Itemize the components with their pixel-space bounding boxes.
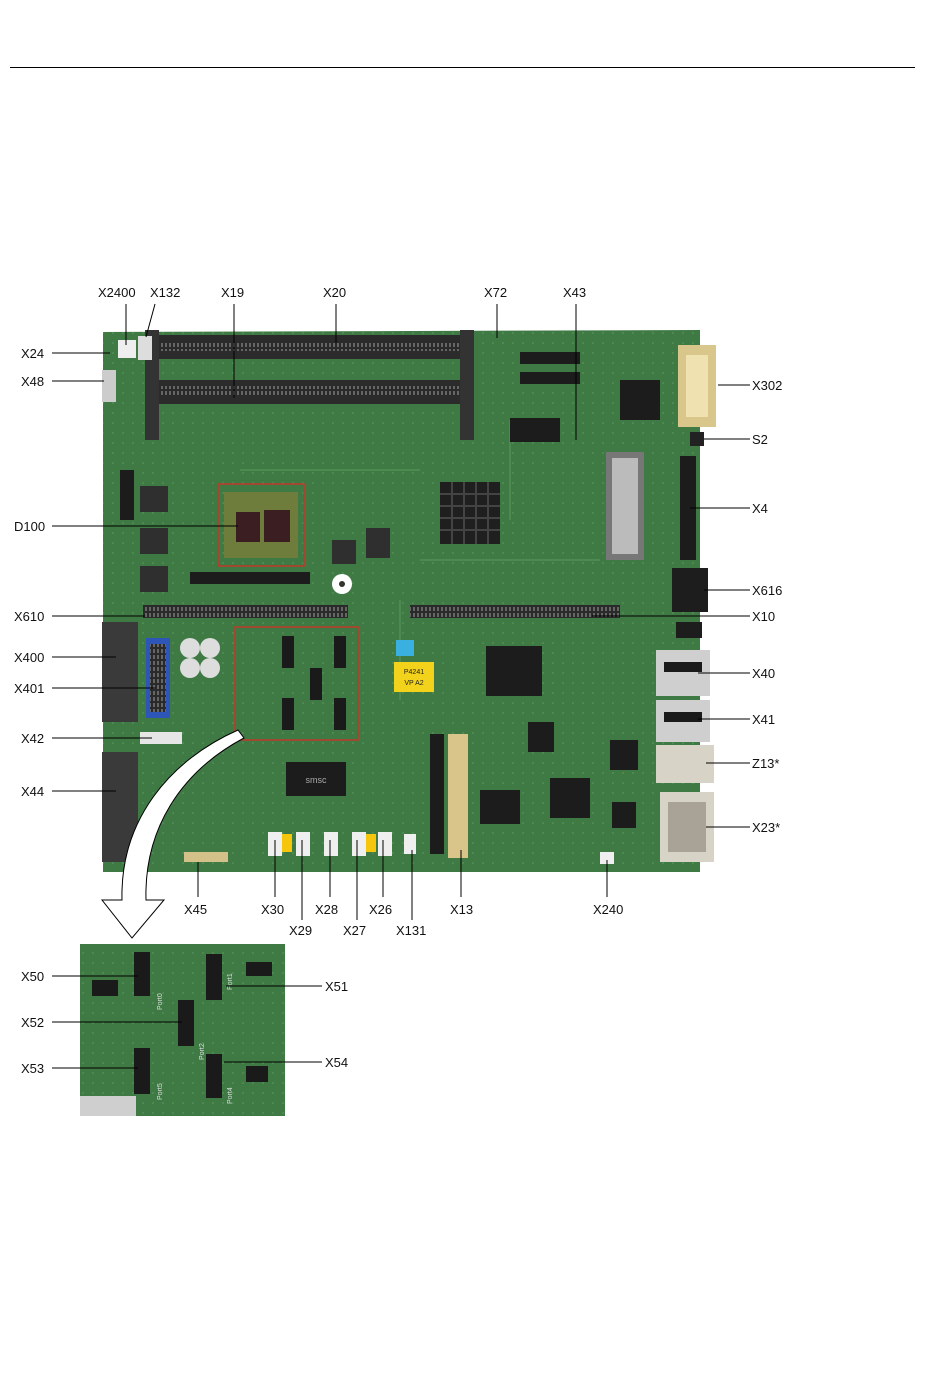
heatsink — [440, 482, 500, 544]
main-board: P4241 VP A2 smsc — [102, 330, 716, 872]
lan-z13 — [656, 745, 714, 783]
label-x2400: X2400 — [98, 285, 136, 300]
label-x13: X13 — [450, 902, 473, 917]
connector-x400 — [102, 622, 138, 722]
label-x29: X29 — [289, 923, 312, 938]
slot-x610 — [143, 605, 348, 618]
label-d100: D100 — [14, 519, 45, 534]
label-x27: X27 — [343, 923, 366, 938]
port-label-1: Port1 — [227, 973, 234, 990]
label-x28: X28 — [315, 902, 338, 917]
port-label-0: Port0 — [157, 993, 164, 1010]
slot-x10 — [410, 605, 620, 618]
label-x616: X616 — [752, 583, 782, 598]
label-x401: X401 — [14, 681, 44, 696]
label-x4: X4 — [752, 501, 768, 516]
sticker-line: VP A2 — [404, 680, 423, 687]
label-x10: X10 — [752, 609, 775, 624]
sticker — [394, 662, 434, 692]
label-z13: Z13* — [752, 756, 779, 771]
label-x44: X44 — [21, 784, 44, 799]
connector-x45 — [184, 852, 228, 862]
label-x50: X50 — [21, 969, 44, 984]
port-label-4: Port4 — [227, 1087, 234, 1104]
detail-inset: Port0 Port1 Port2 Port4 Port5 — [80, 944, 285, 1116]
port-label-5: Port5 — [157, 1083, 164, 1100]
label-x42: X42 — [21, 731, 44, 746]
connector-x13 — [448, 734, 468, 858]
label-s2: S2 — [752, 432, 768, 447]
label-x41: X41 — [752, 712, 775, 727]
label-x45: X45 — [184, 902, 207, 917]
connector-x48 — [102, 370, 116, 402]
smsc-chip-brand: smsc — [306, 775, 327, 785]
label-x132: X132 — [150, 285, 180, 300]
label-x40: X40 — [752, 666, 775, 681]
connector-x24 — [118, 340, 136, 358]
label-x51: X51 — [325, 979, 348, 994]
label-x72: X72 — [484, 285, 507, 300]
sticker-brand: P4241 — [404, 669, 424, 676]
label-x30: X30 — [261, 902, 284, 917]
connector-x132 — [138, 336, 152, 360]
label-x302: X302 — [752, 378, 782, 393]
label-x19: X19 — [221, 285, 244, 300]
connector-x616 — [672, 568, 708, 612]
label-x43: X43 — [563, 285, 586, 300]
label-x20: X20 — [323, 285, 346, 300]
label-x24: X24 — [21, 346, 44, 361]
label-x53: X53 — [21, 1061, 44, 1076]
port-label-2: Port2 — [199, 1043, 206, 1060]
label-x52: X52 — [21, 1015, 44, 1030]
label-x23: X23* — [752, 820, 780, 835]
label-x54: X54 — [325, 1055, 348, 1070]
label-x131: X131 — [396, 923, 426, 938]
label-x48: X48 — [21, 374, 44, 389]
label-x400: X400 — [14, 650, 44, 665]
label-x610: X610 — [14, 609, 44, 624]
label-x26: X26 — [369, 902, 392, 917]
label-x240: X240 — [593, 902, 623, 917]
power-button-s2 — [690, 432, 704, 446]
